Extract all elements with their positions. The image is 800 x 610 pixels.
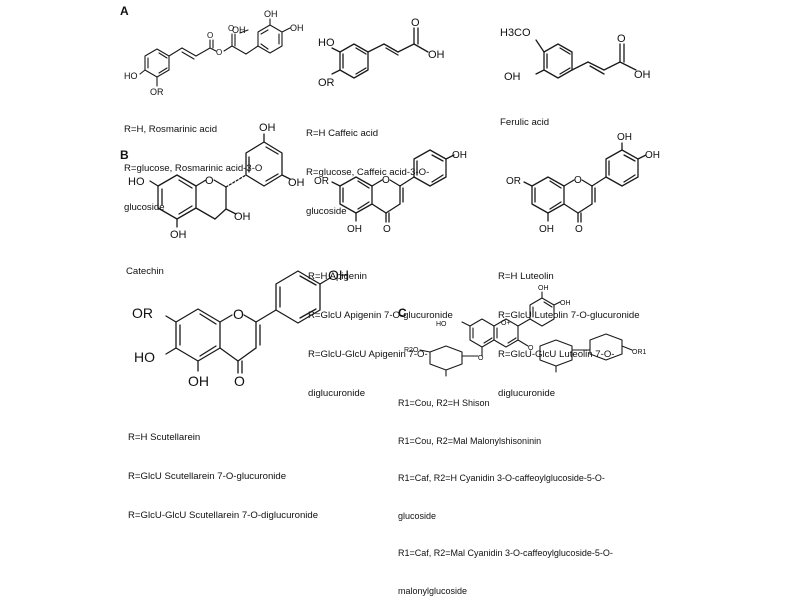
section-label-b: B <box>120 148 129 162</box>
caption-line: R=H Luteolin <box>498 271 554 282</box>
apigenin-oh5-label: OH <box>347 224 362 235</box>
rosmarinic-acid-structure: OH OH OH HO OR O O O <box>124 9 304 97</box>
caption-line: R=GlcU Apigenin 7-O-glucuronide <box>308 310 453 321</box>
rosmarinic-o2-label: O <box>216 48 222 57</box>
rosmarinic-o1-label: O <box>207 31 213 40</box>
ferulic-oh-label: OH <box>504 71 521 83</box>
caption-line: R=GlcU Scutellarein 7-O-glucuronide <box>128 471 287 482</box>
caption-line: R=H Apigenin <box>308 271 367 282</box>
anthocyanin-structure: HO O+ OH OH R2O OR1 O O <box>404 285 647 377</box>
luteolin-or-label: OR <box>506 176 521 187</box>
caffeic-oh-label: OH <box>428 49 445 61</box>
anthocyanin-oh-label: OH <box>538 285 549 292</box>
rosmarinic-oh1-label: OH <box>264 9 278 19</box>
caption-line: R=H, Rosmarinic acid <box>124 124 218 135</box>
caption-line: R=glucose, Rosmarinic acid-3-O <box>124 163 263 174</box>
caption-line: R=GlcU-GlcU Apigenin 7-O- <box>308 349 428 360</box>
apigenin-oh-label: OH <box>452 150 467 161</box>
caffeic-caption: R=H Caffeic acid R=glucose, Caffeic acid… <box>306 101 429 231</box>
catechin-structure: OH OH HO O OH OH <box>128 122 305 241</box>
caption-line: diglucuronide <box>308 388 366 399</box>
luteolin-o-label: O <box>574 175 582 186</box>
scutellarein-structure: OH OR O HO OH O <box>132 267 349 389</box>
apigenin-caption: R=H Apigenin R=GlcU Apigenin 7-O-glucuro… <box>308 244 453 413</box>
catechin-oh4-label: OH <box>170 229 187 241</box>
caption-line: R1=Caf, R2=Mal Cyanidin 3-O-caffeoylgluc… <box>398 548 613 558</box>
caffeic-ho-label: HO <box>318 37 335 49</box>
anthocyanin-oplus-label: O+ <box>501 320 511 327</box>
apigenin-or-label: OR <box>314 176 329 187</box>
caption-line: R=H Caffeic acid <box>306 128 379 139</box>
anthocyanin-or1-label: OR1 <box>632 349 647 356</box>
ferulic-name: Ferulic acid <box>500 117 550 128</box>
luteolin-structure: OH OH OR O OH O <box>506 132 660 235</box>
catechin-oh2-label: OH <box>288 177 305 189</box>
rosmarinic-caption: R=H, Rosmarinic acid R=glucose, Rosmarin… <box>124 97 262 227</box>
ferulic-acid-structure: H3CO OH OH O <box>500 27 651 83</box>
scutellarein-or-label: OR <box>132 305 153 321</box>
scutellarein-oh-label: OH <box>328 267 349 283</box>
catechin-oh3-label: OH <box>234 211 251 223</box>
rosmarinic-oh2-label: OH <box>290 23 304 33</box>
caption-line: glucoside <box>124 202 165 213</box>
section-label-a: A <box>120 4 129 18</box>
caffeic-acid-structure: HO OR OH O <box>318 17 445 89</box>
scutellarein-o-label: O <box>233 306 244 322</box>
rosmarinic-o3-label: O <box>228 24 234 33</box>
caption-line: R1=Caf, R2=H Cyanidin 3-O-caffeoylglucos… <box>398 473 605 483</box>
luteolin-caption: R=H Luteolin R=GlcU Luteolin 7-O-glucuro… <box>498 244 640 413</box>
anthocyanin-caption: R1=Cou, R2=H Shison R1=Cou, R2=Mal Malon… <box>398 372 613 610</box>
scutellarein-ho-label: HO <box>134 349 155 365</box>
caption-line: R1=Cou, R2=Mal Malonylshisoninin <box>398 435 542 446</box>
apigenin-o-label: O <box>382 175 390 186</box>
caption-line: R=H Scutellarein <box>128 432 201 443</box>
caption-line: malonylglucoside <box>398 585 468 596</box>
catechin-name: Catechin <box>126 266 164 277</box>
section-label-c: C <box>398 306 407 320</box>
ferulic-och3-label: H3CO <box>500 27 531 39</box>
structures-canvas: OH OH OH HO OR O O O HO OR OH O <box>124 9 660 389</box>
anthocyanin-ho-label: HO <box>436 321 447 328</box>
scutellarein-o4-label: O <box>234 373 245 389</box>
rosmarinic-or-label: OR <box>150 87 164 97</box>
ferulic-o-label: O <box>617 33 626 45</box>
scutellarein-caption: R=H Scutellarein R=GlcU Scutellarein 7-O… <box>128 405 318 535</box>
caption-line: R=glucose, Caffeic acid-3-O- <box>306 167 430 178</box>
caption-line: R=GlcU-GlcU Luteolin 7-O- <box>498 349 615 360</box>
caption-line: R1=Cou, R2=H Shison <box>398 398 490 408</box>
anthocyanin-o2-label: O <box>528 345 534 352</box>
rosmarinic-cooh-label: OH <box>232 25 246 35</box>
luteolin-oh1-label: OH <box>617 132 632 143</box>
anthocyanin-o1-label: O <box>478 355 484 362</box>
anthocyanin-oh2-label: OH <box>560 300 571 307</box>
catechin-oh1-label: OH <box>259 122 276 134</box>
catechin-ho-label: HO <box>128 176 145 188</box>
luteolin-oh2-label: OH <box>645 150 660 161</box>
caffeic-o-label: O <box>411 17 420 29</box>
apigenin-o4-label: O <box>383 224 391 235</box>
apigenin-structure: OH OR O OH O <box>314 149 467 235</box>
ferulic-cooh-label: OH <box>634 69 651 81</box>
luteolin-o4-label: O <box>575 224 583 235</box>
caption-line: glucoside <box>306 206 347 217</box>
scutellarein-oh5-label: OH <box>188 373 209 389</box>
caption-line: R=GlcU Luteolin 7-O-glucuronide <box>498 310 640 321</box>
anthocyanin-r2o-label: R2O <box>404 347 419 354</box>
caffeic-or-label: OR <box>318 77 335 89</box>
caption-line: R=GlcU-GlcU Scutellarein 7-O-diglucuroni… <box>128 510 319 521</box>
luteolin-oh5-label: OH <box>539 224 554 235</box>
catechin-o-label: O <box>205 175 214 187</box>
caption-line: glucoside <box>398 510 437 521</box>
caption-line: diglucuronide <box>498 388 556 399</box>
rosmarinic-ho-label: HO <box>124 71 138 81</box>
